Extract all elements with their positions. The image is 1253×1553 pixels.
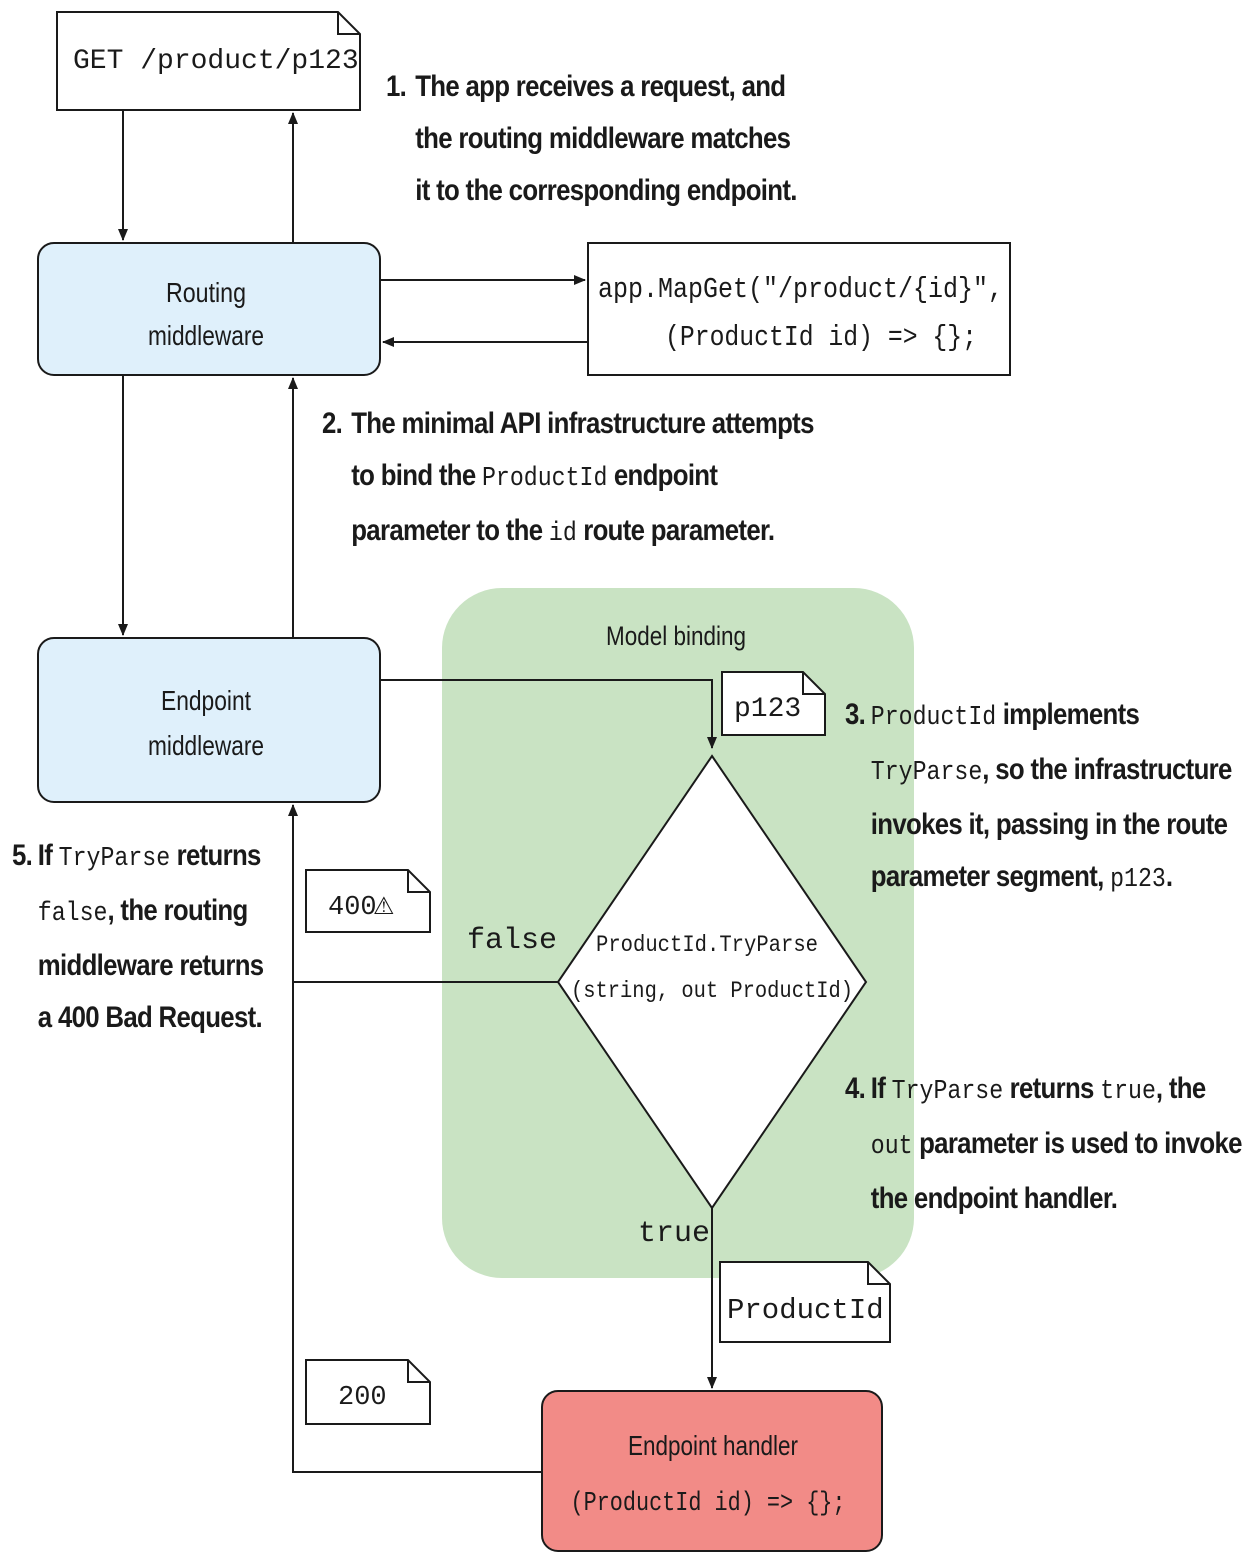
annotation-2-code-productid: ProductId — [481, 464, 608, 494]
decision-line2: (string, out ProductId) — [571, 978, 853, 1004]
p123-document: p123 — [721, 671, 826, 736]
annotation-5-number: 5. — [12, 839, 33, 872]
annotation-4-line1a: If — [870, 1072, 892, 1105]
endpoint-middleware-line2: middleware — [148, 730, 264, 761]
annotation-3-code-p123: p123 — [1110, 865, 1166, 895]
warning-icon: ⚠ — [373, 893, 395, 920]
request-text: GET /product/p123 — [73, 46, 359, 77]
annotation-4-line1c: returns — [1003, 1072, 1101, 1105]
status-200-document: 200 — [305, 1359, 431, 1425]
annotation-4-line3: the endpoint handler. — [870, 1182, 1118, 1215]
annotation-3-code-productid: ProductId — [870, 703, 997, 733]
annotation-1: 1.The app receives a request, and the ro… — [386, 61, 797, 217]
decision-line1: ProductId.TryParse — [596, 932, 818, 958]
annotation-5: 5.If TryParse returns false, the routing… — [12, 830, 264, 1044]
annotation-2-code-id: id — [548, 519, 577, 549]
mapget-line1: app.MapGet("/product/{id}", — [598, 273, 1003, 306]
endpoint-handler-title: Endpoint handler — [628, 1430, 798, 1461]
productid-doc-text: ProductId — [727, 1294, 884, 1327]
annotation-3-code-tryparse: TryParse — [870, 758, 983, 788]
annotation-1-line2: the routing middleware matches — [415, 122, 791, 155]
annotation-4-code-out: out — [870, 1132, 913, 1162]
false-label: false — [467, 924, 557, 958]
mapget-line2: (ProductId id) => {}; — [665, 321, 977, 354]
routing-middleware-line2: middleware — [148, 320, 264, 351]
annotation-5-line1c: returns — [170, 839, 262, 872]
routing-middleware-box: Routing middleware — [37, 242, 381, 376]
annotation-4-line2b: parameter is used to invoke — [912, 1127, 1242, 1160]
mapget-code-box: app.MapGet("/product/{id}", (ProductId i… — [587, 242, 1011, 376]
annotation-3-line3: invokes it, passing in the route — [870, 808, 1228, 841]
status-200-text: 200 — [338, 1383, 387, 1413]
endpoint-middleware-line1: Endpoint — [161, 685, 251, 716]
annotation-5-line3: middleware returns — [37, 949, 264, 982]
annotation-4-code-true: true — [1100, 1077, 1156, 1107]
endpoint-handler-box: Endpoint handler (ProductId id) => {}; — [541, 1390, 883, 1552]
routing-middleware-line1: Routing — [166, 277, 246, 308]
request-document: GET /product/p123 — [56, 11, 361, 111]
annotation-4-code-tryparse: TryParse — [891, 1077, 1004, 1107]
annotation-2-line3c: route parameter. — [576, 514, 775, 547]
annotation-2-number: 2. — [322, 407, 343, 440]
annotation-5-line4: a 400 Bad Request. — [37, 1001, 263, 1034]
annotation-2: 2.The minimal API infrastructure attempt… — [322, 398, 814, 560]
annotation-1-line3: it to the corresponding endpoint. — [415, 174, 797, 207]
annotation-4-number: 4. — [845, 1072, 866, 1105]
annotation-5-code-tryparse: TryParse — [58, 844, 171, 874]
annotation-4-line1e: , the — [1155, 1072, 1206, 1105]
annotation-2-line2a: to bind the — [351, 459, 482, 492]
endpoint-handler-code: (ProductId id) => {}; — [571, 1489, 846, 1519]
annotation-5-line1a: If — [37, 839, 59, 872]
true-label: true — [638, 1217, 710, 1251]
annotation-2-line3a: parameter to the — [351, 514, 549, 547]
p123-text: p123 — [734, 694, 801, 725]
annotation-3-line1b: implements — [996, 698, 1140, 731]
annotation-5-code-false: false — [37, 899, 108, 929]
productid-document: ProductId — [719, 1261, 891, 1343]
annotation-3: 3.ProductId implements TryParse, so the … — [845, 689, 1232, 906]
model-binding-label: Model binding — [606, 621, 746, 651]
status-400-document: 400 ⚠ — [305, 869, 431, 933]
annotation-3-number: 3. — [845, 698, 866, 731]
annotation-3-line2b: , so the infrastructure — [982, 753, 1232, 786]
annotation-4: 4.If TryParse returns true, the out para… — [845, 1063, 1242, 1225]
annotation-1-number: 1. — [386, 70, 407, 103]
annotation-5-line2b: , the routing — [107, 894, 248, 927]
annotation-3-line4c: . — [1165, 860, 1173, 893]
annotation-1-line1: The app receives a request, and — [415, 70, 786, 103]
endpoint-middleware-box: Endpoint middleware — [37, 637, 381, 803]
annotation-3-line4a: parameter segment, — [870, 860, 1111, 893]
status-400-text: 400 — [328, 893, 377, 923]
annotation-2-line2c: endpoint — [607, 459, 718, 492]
tryparse-decision: ProductId.TryParse (string, out ProductI… — [556, 754, 868, 1210]
annotation-2-line1: The minimal API infrastructure attempts — [351, 407, 814, 440]
